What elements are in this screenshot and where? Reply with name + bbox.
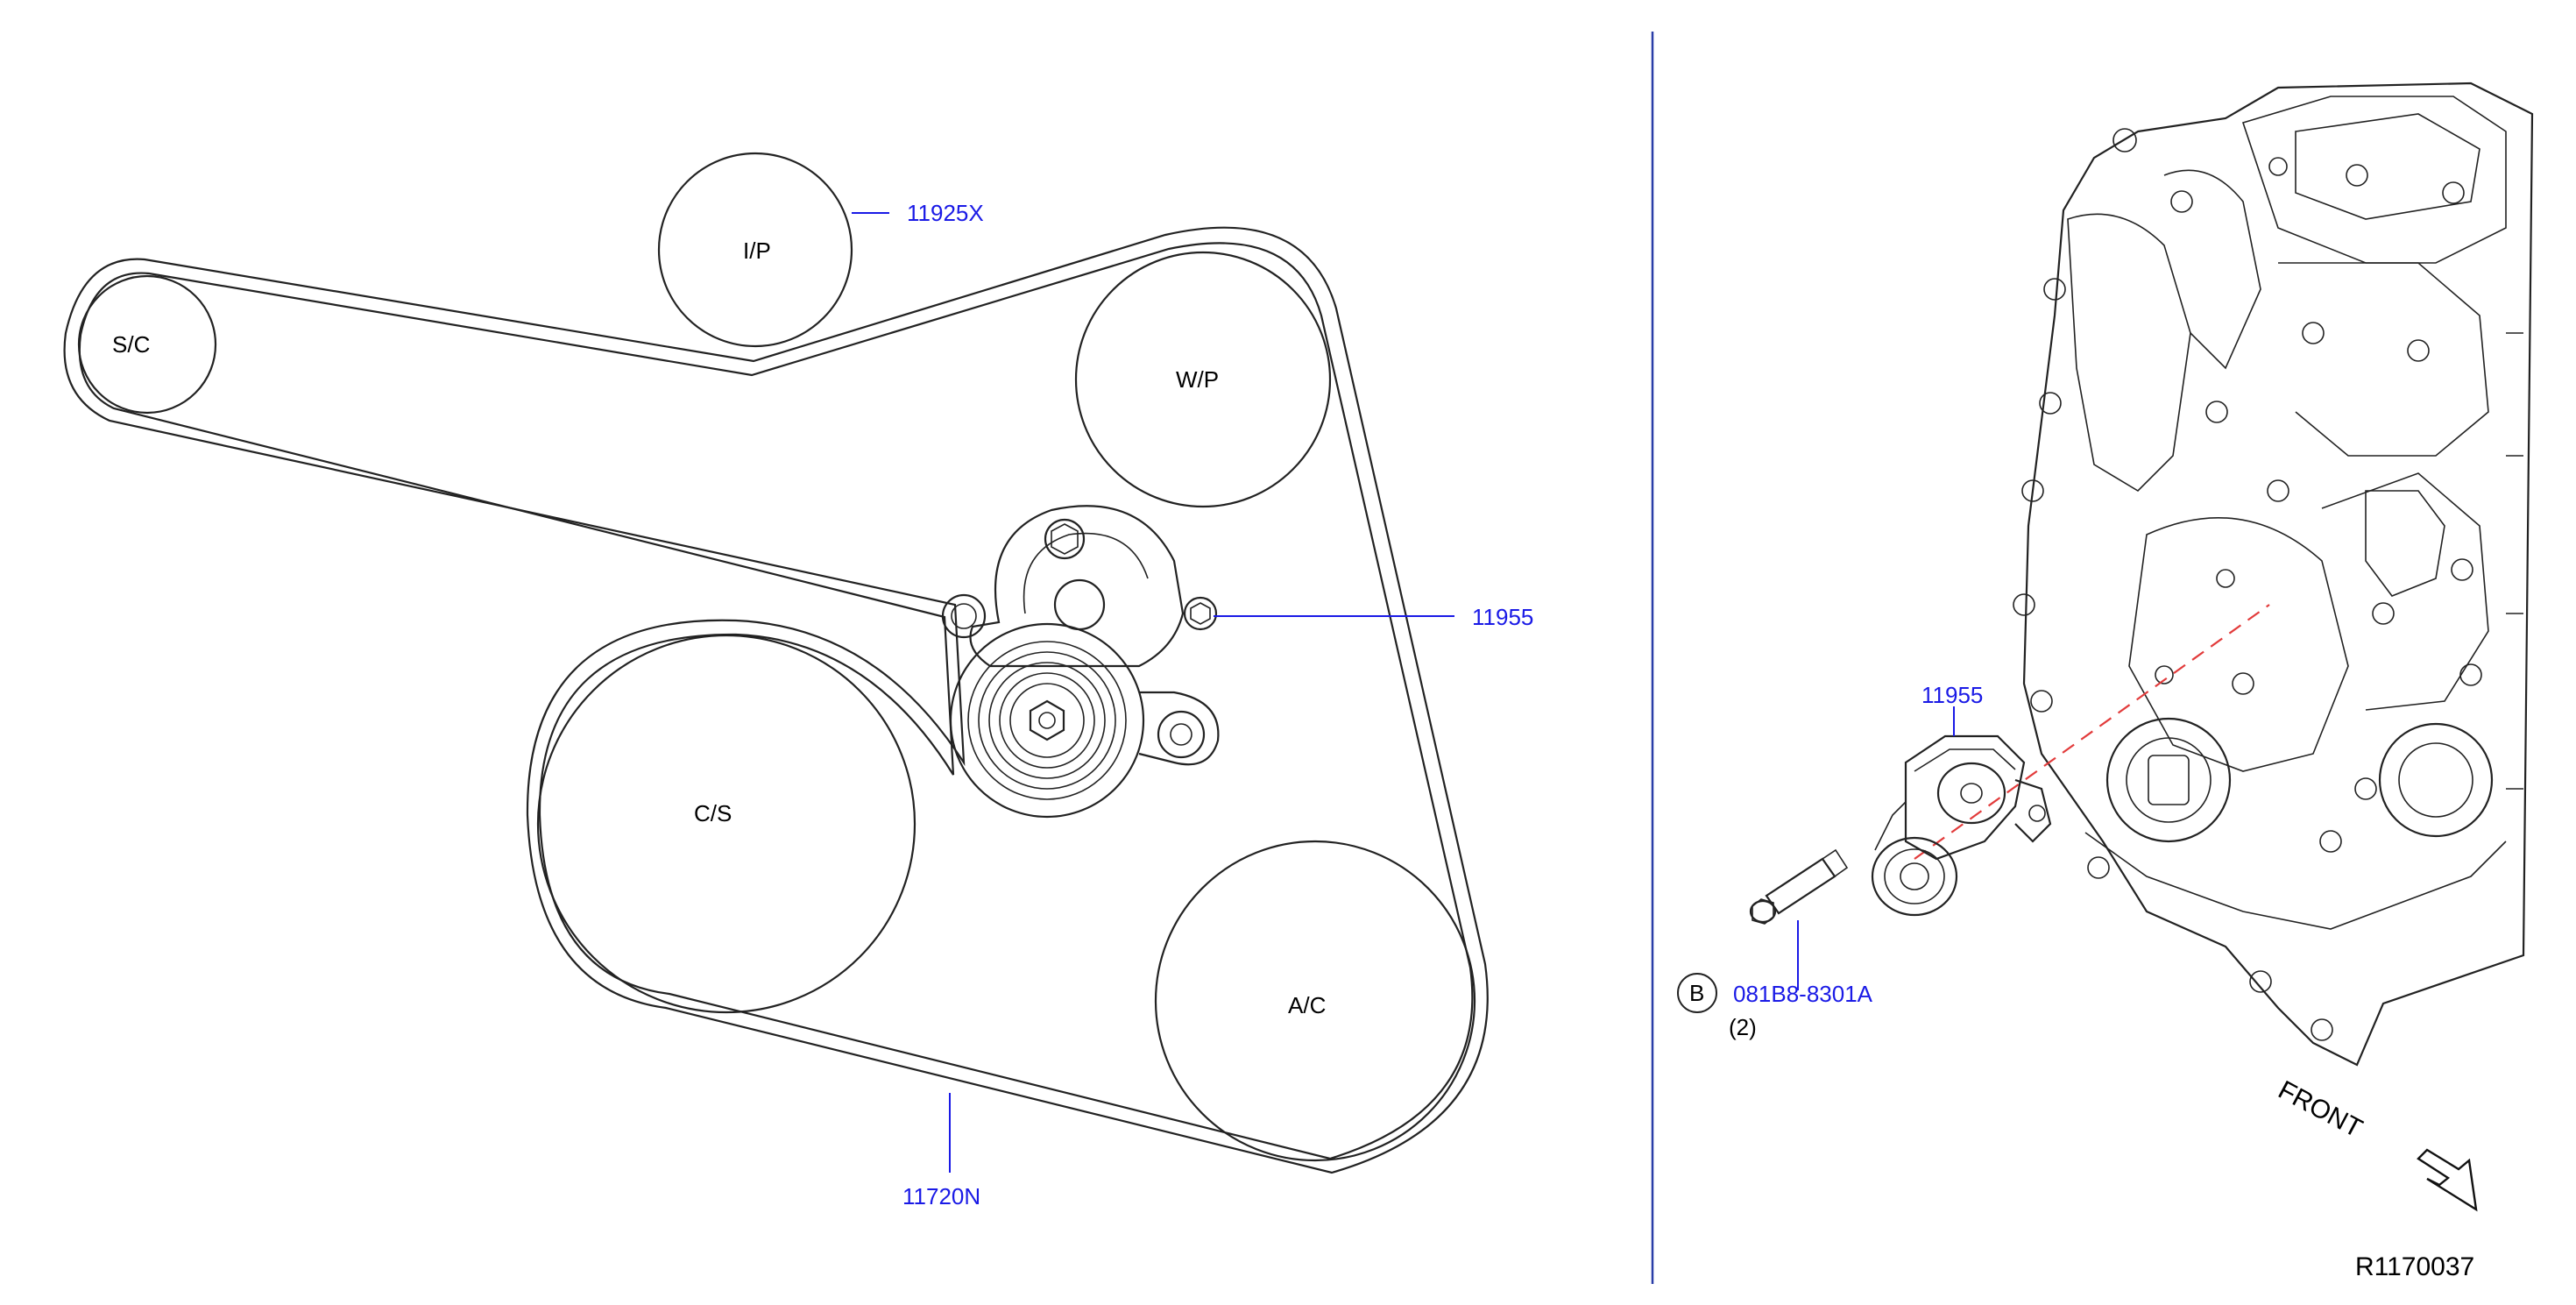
part-number-tensioner-right[interactable]: 11955 [1921, 682, 1983, 708]
engine-block [2013, 82, 2534, 1067]
idler-pulley[interactable]: I/P [657, 152, 853, 348]
water-pump-pulley[interactable]: W/P [1074, 251, 1332, 508]
bolt-quantity: (2) [1729, 1014, 1757, 1040]
supercharger-pulley[interactable]: S/C [77, 274, 217, 415]
belt-routing-diagram: I/P S/C W/P C/S A/C [63, 152, 1533, 1209]
part-number-idler-pulley[interactable]: 11925X [907, 200, 984, 226]
alignment-dashed-line [1914, 604, 2270, 860]
front-label: FRONT [2274, 1075, 2367, 1144]
drive-belt[interactable] [63, 226, 1489, 1174]
bolt-badge-letter: B [1689, 980, 1704, 1006]
pulley-label-sc: S/C [112, 331, 150, 358]
part-number-belt[interactable]: 11720N [902, 1183, 980, 1209]
part-number-bolt[interactable]: 081B8-8301A [1733, 981, 1873, 1007]
pulley-label-ip: I/P [743, 238, 771, 264]
pulley-label-wp: W/P [1176, 366, 1219, 393]
diagram-reference-code: R1170037 [2355, 1252, 2474, 1281]
bolt-badge: B [1677, 973, 1717, 1013]
ac-compressor-pulley[interactable]: A/C [1154, 840, 1476, 1162]
pulley-label-cs: C/S [694, 800, 732, 826]
belt-tensioner-left[interactable] [941, 505, 1220, 819]
pulley-label-ac: A/C [1288, 992, 1326, 1018]
belt-tensioner-right[interactable] [1871, 734, 2052, 917]
part-number-tensioner-left[interactable]: 11955 [1472, 604, 1533, 630]
crankshaft-pulley[interactable]: C/S [536, 634, 916, 1014]
engine-installation-view: 11955 B 081B8-8301A (2) FRONT R1170037 [1677, 82, 2534, 1281]
front-arrow-icon [2417, 1148, 2478, 1212]
mounting-bolt[interactable] [1749, 848, 1849, 925]
